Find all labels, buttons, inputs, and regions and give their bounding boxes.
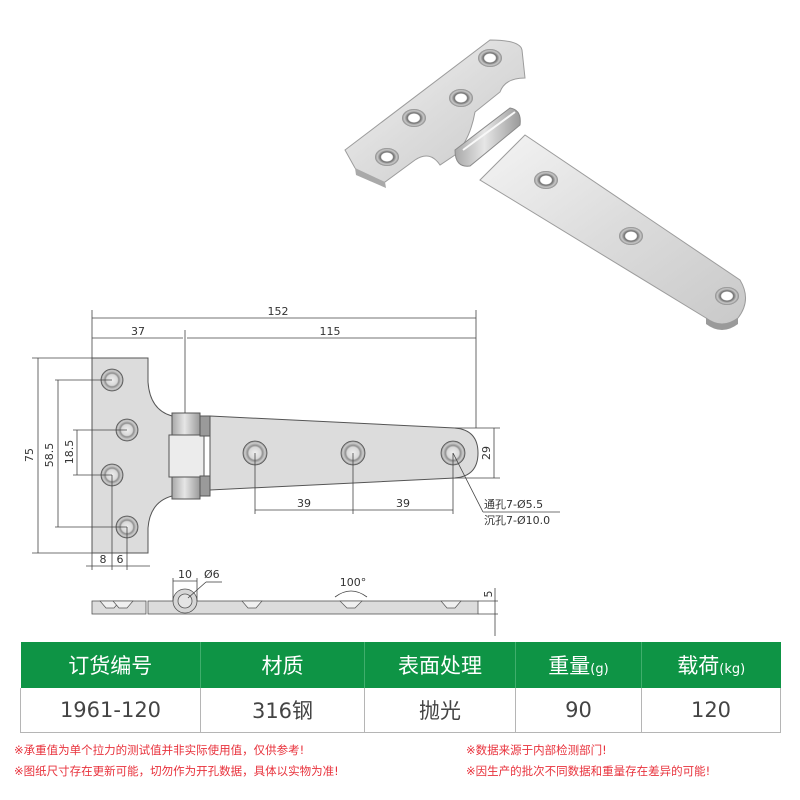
cell-material: 316钢 <box>200 688 365 733</box>
header-order-number: 订货编号 <box>20 642 201 688</box>
note-batch-variance: ※因生产的批次不同数据和重量存在差异的可能! <box>466 764 711 778</box>
dim-tail-width: 29 <box>480 446 493 460</box>
dim-short-leaf: 37 <box>131 325 145 338</box>
header-material: 材质 <box>200 642 365 688</box>
dim-hole-pitch-2: 39 <box>396 497 410 510</box>
dim-knuckle-width: 10 <box>178 568 192 581</box>
through-hole-note: 通孔7-Ø5.5 <box>484 498 543 511</box>
cell-surface-treatment: 抛光 <box>364 688 516 733</box>
front-view-drawing: 152 37 115 75 58.5 18.5 8 6 39 39 29 通孔7… <box>23 305 560 570</box>
dim-edge-offset-2: 6 <box>117 553 124 566</box>
cell-weight: 90 <box>515 688 642 733</box>
spec-table-header-row: 订货编号 材质 表面处理 重量(g) 载荷(kg) <box>20 642 781 688</box>
note-load-test: ※承重值为单个拉力的测试值并非实际使用值，仅供参考! <box>14 743 305 757</box>
dim-hole-pitch-1: 39 <box>297 497 311 510</box>
dim-long-leaf: 115 <box>320 325 341 338</box>
header-load: 载荷(kg) <box>641 642 781 688</box>
dim-pin-diameter: Ø6 <box>204 568 220 581</box>
cell-order-number: 1961-120 <box>20 688 201 733</box>
countersink-note: 沉孔7-Ø10.0 <box>484 514 550 527</box>
dim-thickness: 5 <box>482 591 495 598</box>
hinge-3d-render <box>344 39 746 330</box>
spec-table: 订货编号 材质 表面处理 重量(g) 载荷(kg) 1961-120 316钢 … <box>20 642 781 733</box>
dim-edge-offset-1: 8 <box>100 553 107 566</box>
table-row: 1961-120 316钢 抛光 90 120 <box>20 688 781 733</box>
note-data-source: ※数据来源于内部检测部门! <box>466 743 607 757</box>
countersunk-hole-icon <box>375 49 739 305</box>
note-drawing-update: ※图纸尺寸存在更新可能，切勿作为开孔数据，具体以实物为准! <box>14 764 339 778</box>
dim-hole-spacing-inner: 18.5 <box>63 440 76 465</box>
cell-load: 120 <box>641 688 781 733</box>
dim-height-total: 75 <box>23 448 36 462</box>
dim-hole-spacing-outer: 58.5 <box>43 443 56 468</box>
side-view-drawing: 10 Ø6 100° 5 <box>91 568 498 636</box>
header-surface-treatment: 表面处理 <box>364 642 516 688</box>
header-weight: 重量(g) <box>515 642 642 688</box>
dim-countersink-angle: 100° <box>340 576 367 589</box>
dim-overall-length: 152 <box>268 305 289 318</box>
